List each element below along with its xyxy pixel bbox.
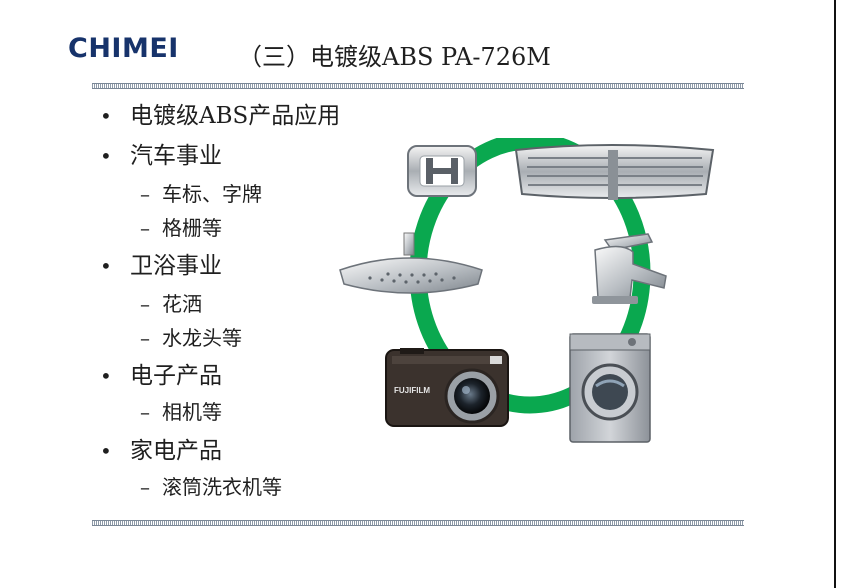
bullet-item: • 汽车事业 [100,136,222,170]
sub-bullet-text: 花洒 [162,292,202,316]
sub-bullet-marker: – [140,326,150,350]
bullet-marker: • [100,104,112,128]
application-cycle-graphic: FUJIFILM [339,138,715,443]
sub-bullet-item: –花洒 [140,288,202,317]
page-title: （三）电镀级ABS PA-726M [238,43,551,71]
sub-bullet-item: –滚筒洗衣机等 [140,471,282,500]
footer-divider [92,520,744,526]
bullet-text: 汽车事业 [130,143,222,169]
shower-head-icon [339,232,483,294]
sub-bullet-text: 车标、字牌 [162,182,262,206]
sub-bullet-marker: – [140,292,150,316]
sub-bullet-text: 相机等 [162,400,222,424]
chimei-logo: CHIMEI [68,33,179,64]
bullet-text: 电子产品 [130,363,222,389]
right-edge-border [834,0,843,588]
sub-bullet-item: –格栅等 [140,212,222,241]
bullet-item: • 电子产品 [100,356,222,390]
bullet-item: • 电镀级ABS产品应用 [100,96,340,130]
faucet-icon [592,233,667,304]
bullet-marker: • [100,439,112,463]
bullet-item: • 家电产品 [100,431,222,465]
bullet-text: 卫浴事业 [130,253,222,279]
sub-bullet-text: 格栅等 [162,216,222,240]
sub-bullet-marker: – [140,475,150,499]
header-divider [92,83,744,89]
car-grille-icon [514,144,715,200]
sub-bullet-marker: – [140,182,150,206]
sub-bullet-item: –水龙头等 [140,322,242,351]
sub-bullet-item: –车标、字牌 [140,178,262,207]
bullet-text: 家电产品 [130,438,222,464]
camera-icon: FUJIFILM [385,348,509,427]
bullet-item: • 卫浴事业 [100,246,222,280]
sub-bullet-text: 滚筒洗衣机等 [162,475,282,499]
car-emblem-icon [407,145,477,197]
bullet-text: 电镀级ABS产品应用 [130,103,341,129]
sub-bullet-marker: – [140,400,150,424]
sub-bullet-text: 水龙头等 [162,326,242,350]
camera-brand-label: FUJIFILM [394,386,430,395]
bullet-marker: • [100,254,112,278]
washing-machine-icon [569,333,651,443]
bullet-marker: • [100,364,112,388]
sub-bullet-marker: – [140,216,150,240]
sub-bullet-item: –相机等 [140,396,222,425]
bullet-marker: • [100,144,112,168]
